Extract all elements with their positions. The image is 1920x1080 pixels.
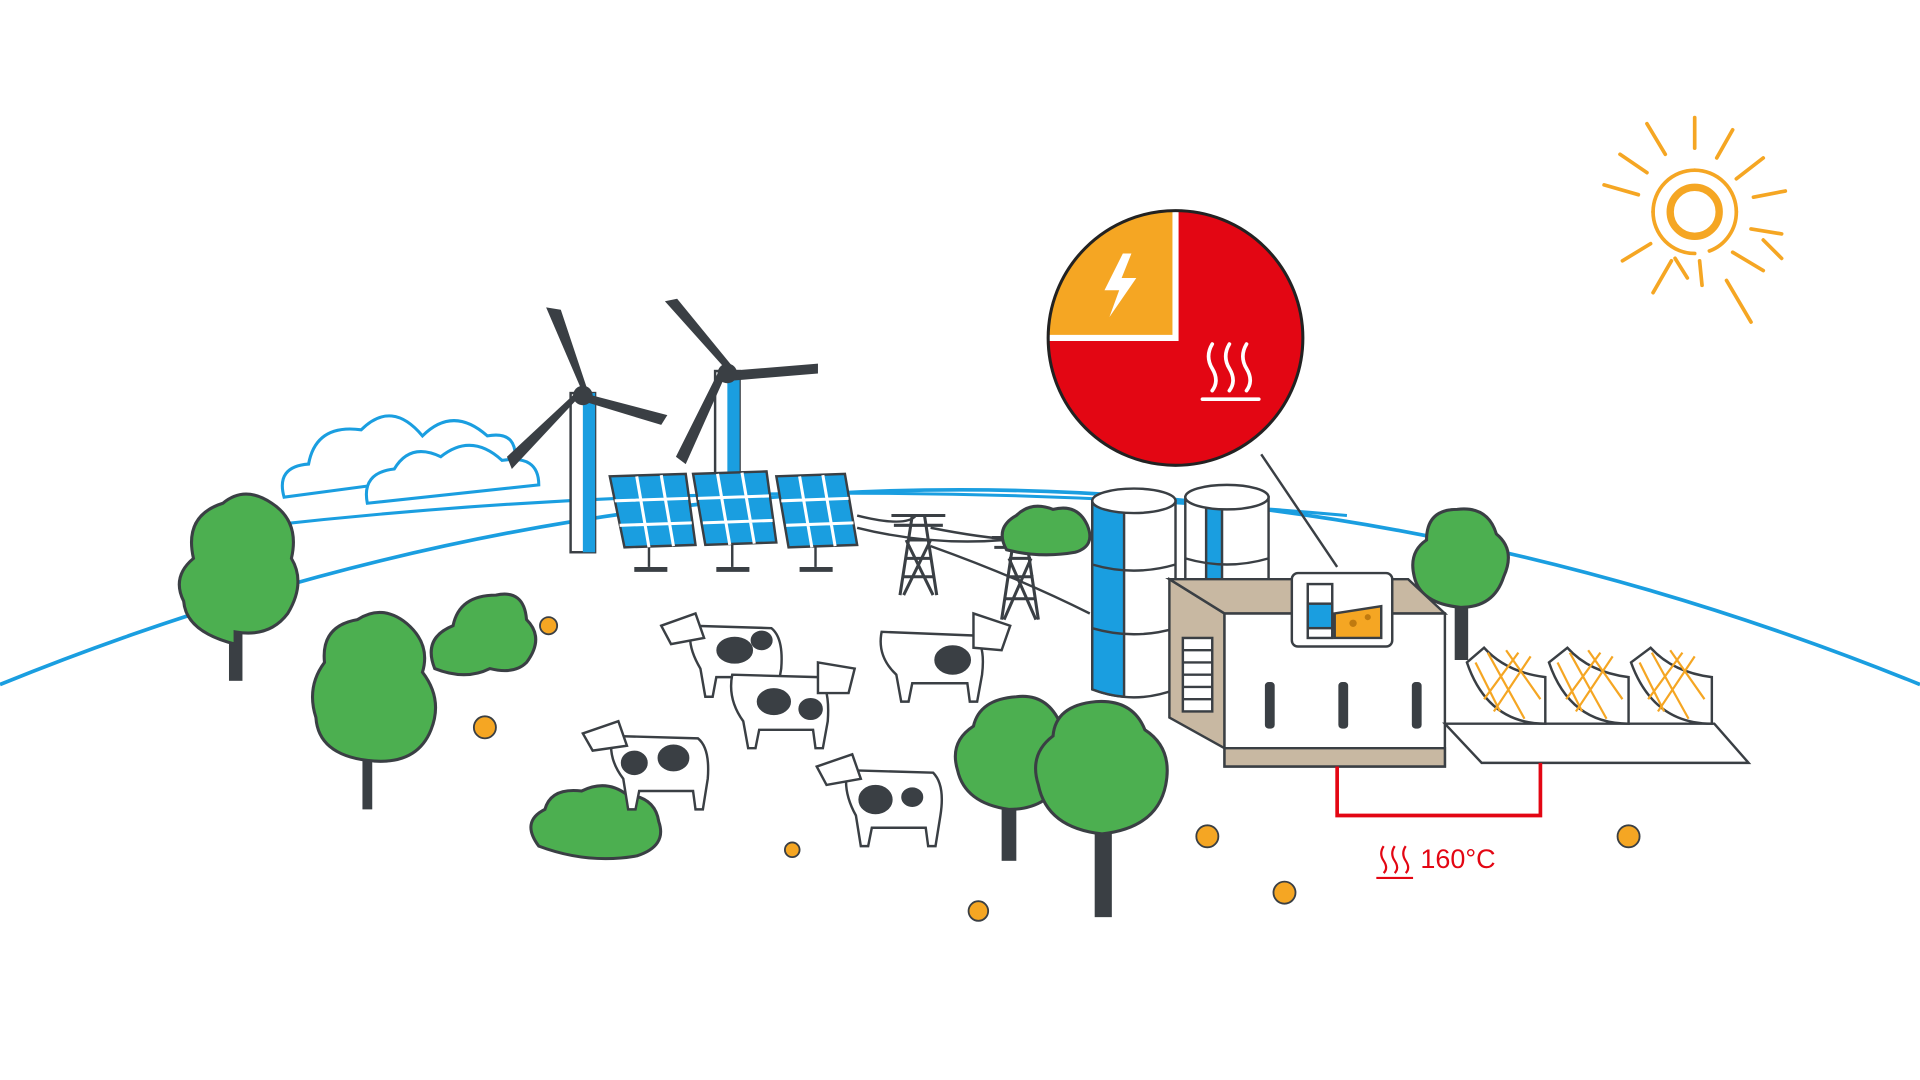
tree-center-small [1000, 504, 1092, 557]
milk-and-cheese-icon [1290, 571, 1394, 648]
pie-outline [1046, 209, 1305, 467]
heat-temperature-label: 160°C [1376, 844, 1496, 880]
pie-slice-electricity [1048, 210, 1176, 338]
solar-thermal-collectors [1442, 646, 1752, 765]
cow-1 [659, 611, 783, 698]
storage-tank-1 [1091, 487, 1177, 699]
sun-icon [1602, 115, 1788, 324]
solar-panel [608, 472, 697, 572]
cow-3 [879, 611, 1012, 703]
storage-tank-2 [1184, 483, 1270, 591]
solar-panel [774, 472, 859, 572]
lightning-bolt-icon [1104, 253, 1137, 318]
tree-left-far [177, 492, 300, 681]
solar-panel-row [608, 470, 859, 572]
callout-pointer-line [1260, 453, 1339, 568]
power-pylon-1 [891, 513, 946, 596]
cow-4 [581, 719, 710, 811]
solar-panel [691, 470, 778, 572]
cow-2 [729, 661, 857, 750]
heat-pipe [1335, 762, 1543, 818]
pie-slice-divider [1048, 210, 1179, 342]
flowers [472, 616, 1641, 922]
heat-waves-icon [1376, 845, 1414, 880]
tree-left-mid [311, 611, 438, 810]
energy-split-pie [1046, 209, 1305, 467]
heat-temperature-value: 160°C [1420, 844, 1495, 874]
cow-5 [814, 752, 944, 848]
tree-right [1411, 507, 1510, 660]
bush-left [429, 592, 538, 677]
heat-waves-icon [1200, 342, 1261, 402]
wind-turbine-1 [506, 307, 668, 554]
tree-center-big [1034, 699, 1169, 918]
cloud-outline [280, 414, 541, 505]
bush-bottom-left [529, 784, 663, 861]
